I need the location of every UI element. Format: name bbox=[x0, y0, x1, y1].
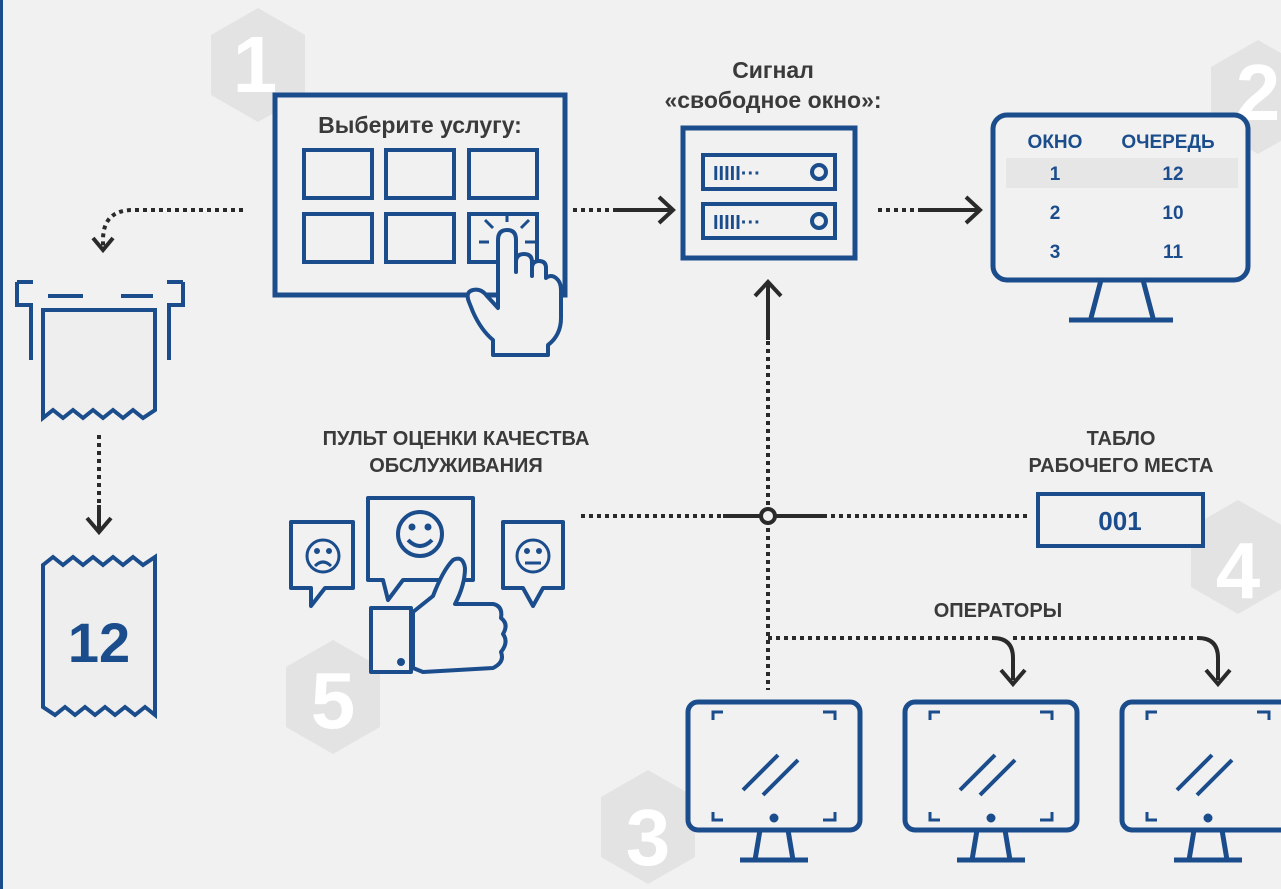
feedback-console: ПУЛЬТ ОЦЕНКИ КАЧЕСТВА ОБСЛУЖИВАНИЯ bbox=[289, 428, 590, 674]
step-badge-3: 3 bbox=[601, 770, 695, 884]
server-led-1 bbox=[810, 163, 828, 181]
svg-text:1: 1 bbox=[233, 20, 278, 109]
svg-text:11: 11 bbox=[1163, 242, 1184, 263]
svg-text:12: 12 bbox=[1162, 164, 1183, 185]
thumbs-up-icon bbox=[369, 556, 508, 674]
service-button-5 bbox=[384, 212, 456, 264]
svg-text:4: 4 bbox=[1216, 526, 1261, 615]
printed-ticket: 12 bbox=[41, 553, 157, 720]
step-badge-1: 1 bbox=[211, 8, 305, 122]
operator-monitor-2 bbox=[902, 699, 1080, 863]
connector-hub-node bbox=[759, 507, 777, 525]
kiosk-title: Выберите услугу: bbox=[318, 112, 522, 138]
happy-face-icon bbox=[396, 510, 444, 558]
server-led-2 bbox=[810, 212, 828, 230]
svg-text:10: 10 bbox=[1162, 203, 1183, 224]
sad-face-icon bbox=[305, 538, 341, 574]
workplace-title-line1: ТАБЛО bbox=[1087, 428, 1156, 450]
feedback-title-line2: ОБСЛУЖИВАНИЯ bbox=[369, 455, 543, 477]
operators-title: ОПЕРАТОРЫ bbox=[934, 600, 1063, 622]
service-button-2 bbox=[384, 148, 456, 200]
operator-monitor-1 bbox=[685, 699, 863, 863]
server-unit-1-label: IIIII··· bbox=[713, 163, 761, 185]
workplace-display: ТАБЛО РАБОЧЕГО МЕСТА 001 bbox=[1029, 428, 1214, 548]
queue-row-highlight bbox=[1006, 158, 1238, 188]
connectors bbox=[85, 195, 1232, 690]
svg-text:5: 5 bbox=[311, 656, 356, 745]
svg-text:2: 2 bbox=[1050, 203, 1061, 224]
server-title-line2: «свободное окно»: bbox=[664, 87, 881, 113]
service-button-3 bbox=[467, 148, 539, 200]
step-badge-4: 4 bbox=[1191, 500, 1281, 615]
server-unit-1 bbox=[701, 153, 837, 191]
feedback-title-line1: ПУЛЬТ ОЦЕНКИ КАЧЕСТВА bbox=[323, 428, 590, 450]
ticket-number: 12 bbox=[68, 611, 130, 674]
server-unit-2 bbox=[701, 202, 837, 240]
hand-pointer-icon bbox=[465, 212, 563, 357]
sad-rating-bubble bbox=[289, 520, 355, 608]
service-button-4 bbox=[302, 212, 374, 264]
workplace-display-value: 001 bbox=[1098, 506, 1141, 536]
svg-text:3: 3 bbox=[626, 793, 671, 882]
workplace-title-line2: РАБОЧЕГО МЕСТА bbox=[1029, 455, 1214, 477]
signal-server: Сигнал «свободное окно»: IIIII··· IIIII·… bbox=[664, 57, 882, 261]
service-button-1 bbox=[302, 148, 374, 200]
neutral-face-icon bbox=[515, 538, 551, 574]
operator-monitor-3 bbox=[1119, 699, 1281, 863]
queue-header-queue: ОЧЕРЕДЬ bbox=[1121, 132, 1214, 153]
connector-kiosk-printer bbox=[101, 208, 243, 248]
server-title-line1: Сигнал bbox=[732, 57, 814, 83]
queue-display-monitor: ОКНО ОЧЕРЕДЬ 1 12 2 10 3 11 bbox=[990, 112, 1251, 323]
step-badge-5: 5 bbox=[286, 640, 380, 754]
queue-header-window: ОКНО bbox=[1028, 132, 1083, 153]
svg-text:3: 3 bbox=[1050, 242, 1061, 263]
svg-text:1: 1 bbox=[1050, 164, 1061, 185]
server-unit-2-label: IIIII··· bbox=[713, 212, 761, 234]
ticket-printer-icon bbox=[15, 280, 185, 423]
diagram-svg: 1 2 3 4 5 Выберите услугу: bbox=[15, 8, 1281, 884]
